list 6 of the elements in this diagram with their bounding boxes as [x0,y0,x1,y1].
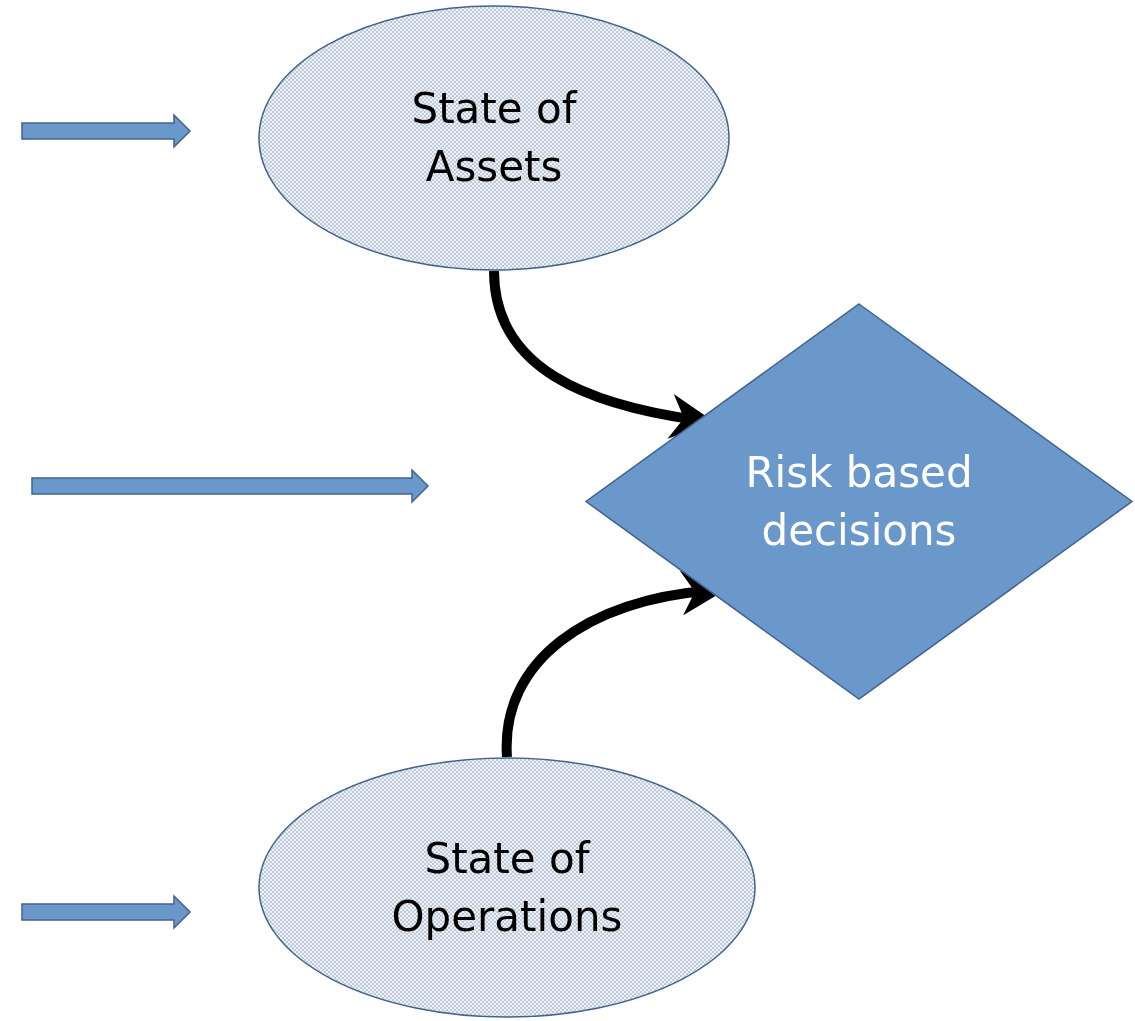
dotted-ellipse [258,757,756,1018]
decision-diamond [585,303,1133,700]
node-label: State of Assets [410,83,579,193]
dotted-ellipse [258,5,730,271]
node-label: Risk based decisions [744,446,974,557]
node-label: State of Operations [390,832,624,943]
